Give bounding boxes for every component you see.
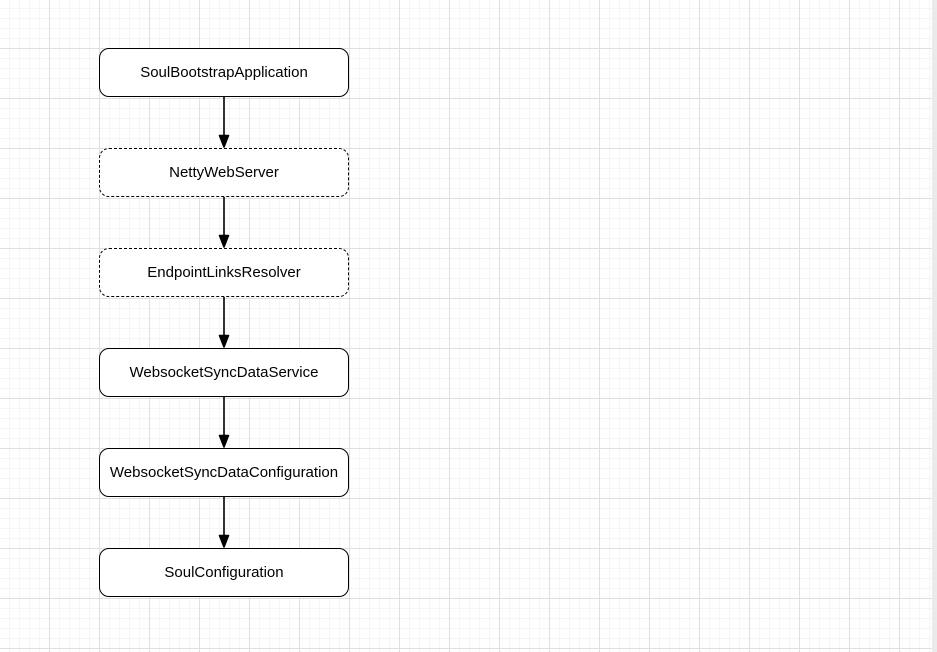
node-endpoint-links-resolver[interactable]: EndpointLinksResolver (99, 248, 349, 297)
node-netty-web-server[interactable]: NettyWebServer (99, 148, 349, 197)
edge-arrow-5[interactable] (218, 497, 230, 548)
node-soul-bootstrap-application[interactable]: SoulBootstrapApplication (99, 48, 349, 97)
node-label: EndpointLinksResolver (147, 264, 301, 281)
node-label: SoulConfiguration (164, 564, 284, 581)
node-label: NettyWebServer (169, 164, 279, 181)
node-label: WebsocketSyncDataService (129, 364, 319, 381)
node-websocket-sync-data-configuration[interactable]: WebsocketSyncDataConfiguration (99, 448, 349, 497)
edge-arrow-4[interactable] (218, 397, 230, 448)
edge-arrow-3[interactable] (218, 297, 230, 348)
node-label: SoulBootstrapApplication (140, 64, 308, 81)
edge-arrow-2[interactable] (218, 197, 230, 248)
node-label: WebsocketSyncDataConfiguration (109, 464, 339, 481)
edge-arrow-1[interactable] (218, 97, 230, 148)
node-soul-configuration[interactable]: SoulConfiguration (99, 548, 349, 597)
node-websocket-sync-data-service[interactable]: WebsocketSyncDataService (99, 348, 349, 397)
vertical-scrollbar-track[interactable] (932, 0, 937, 652)
